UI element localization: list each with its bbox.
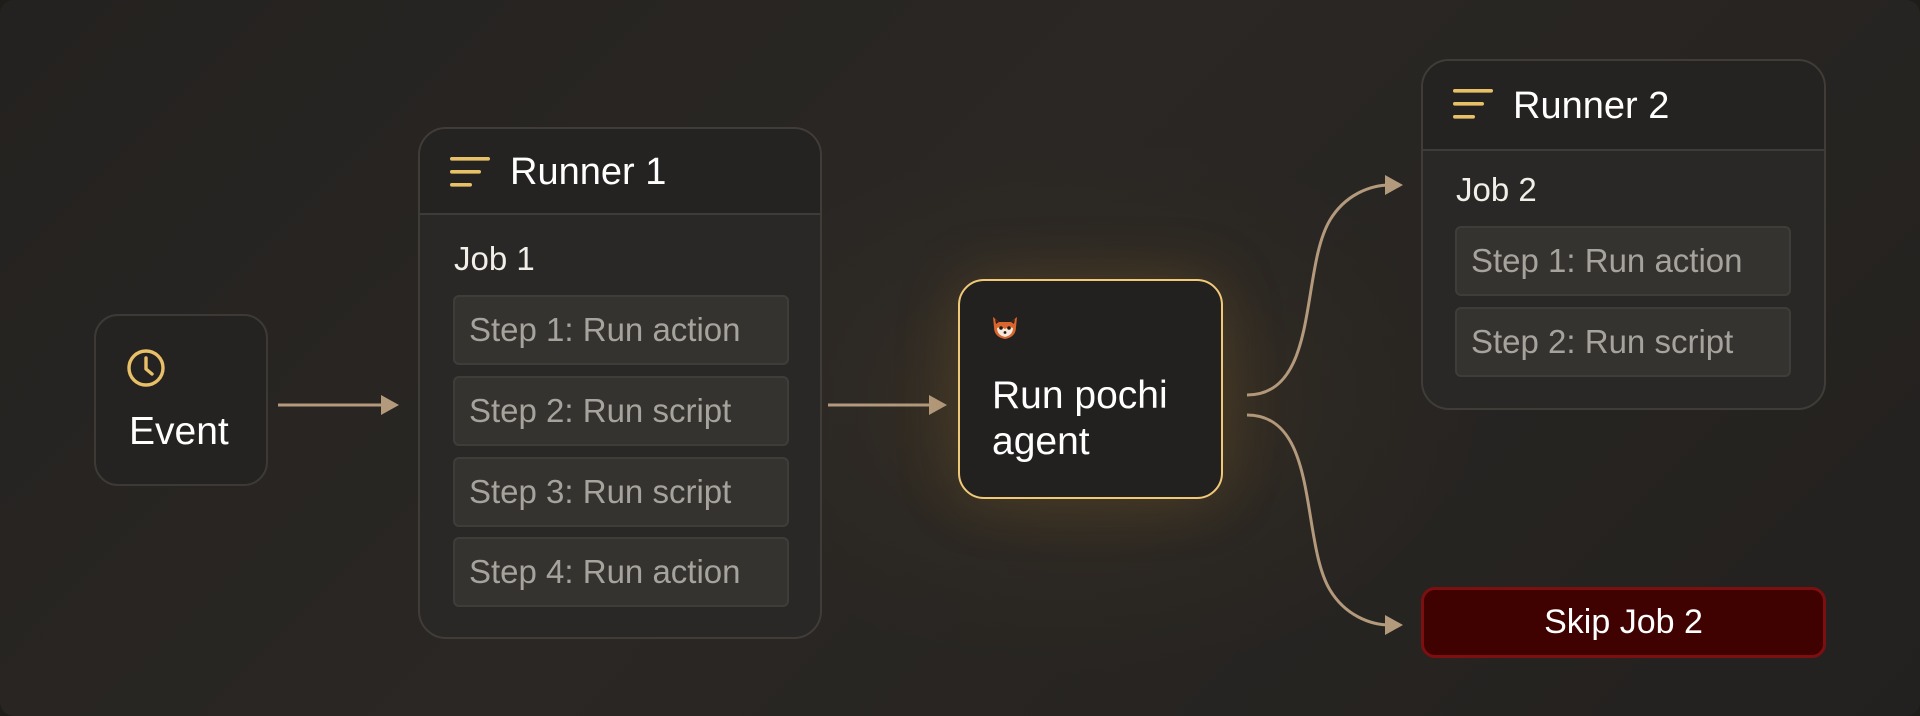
agent-node[interactable]: Run pochi agent — [958, 279, 1223, 499]
lines-icon — [1453, 89, 1493, 119]
runner-2-step-1[interactable]: Step 1: Run action — [1455, 226, 1791, 296]
skip-job-2-node[interactable]: Skip Job 2 — [1421, 587, 1826, 658]
runner-2-header: Runner 2 — [1423, 61, 1824, 151]
edge-runner1-to-agent-arrowhead — [929, 395, 947, 415]
runner-1-step-1[interactable]: Step 1: Run action — [453, 295, 789, 365]
edge-agent-to-runner2-arrowhead — [1385, 175, 1403, 195]
runner-2-title: Runner 2 — [1513, 85, 1670, 127]
job-2-title: Job 2 — [1456, 171, 1537, 208]
lines-icon — [450, 157, 490, 187]
runner-1-header: Runner 1 — [420, 129, 820, 215]
runner-1-card[interactable]: Runner 1 Job 1 Step 1: Run action Step 2… — [418, 127, 822, 639]
runner-2-card[interactable]: Runner 2 Job 2 Step 1: Run action Step 2… — [1421, 59, 1826, 410]
runner-1-title: Runner 1 — [510, 151, 667, 193]
job-1-title: Job 1 — [454, 240, 535, 277]
agent-label: Run pochi agent — [992, 374, 1168, 463]
edge-event-to-runner1-arrowhead — [381, 395, 399, 415]
edge-agent-to-skip-arrowhead — [1385, 615, 1403, 635]
clock-icon — [127, 349, 165, 387]
runner-1-step-2[interactable]: Step 2: Run script — [453, 376, 789, 446]
edge-agent-to-runner2 — [1246, 183, 1391, 397]
event-label: Event — [129, 410, 229, 453]
runner-1-step-4[interactable]: Step 4: Run action — [453, 537, 789, 607]
runner-2-step-2[interactable]: Step 2: Run script — [1455, 307, 1791, 377]
runner-1-step-3[interactable]: Step 3: Run script — [453, 457, 789, 527]
edge-agent-to-skip — [1246, 413, 1391, 627]
event-node[interactable]: Event — [94, 314, 268, 486]
fox-icon — [993, 317, 1017, 339]
